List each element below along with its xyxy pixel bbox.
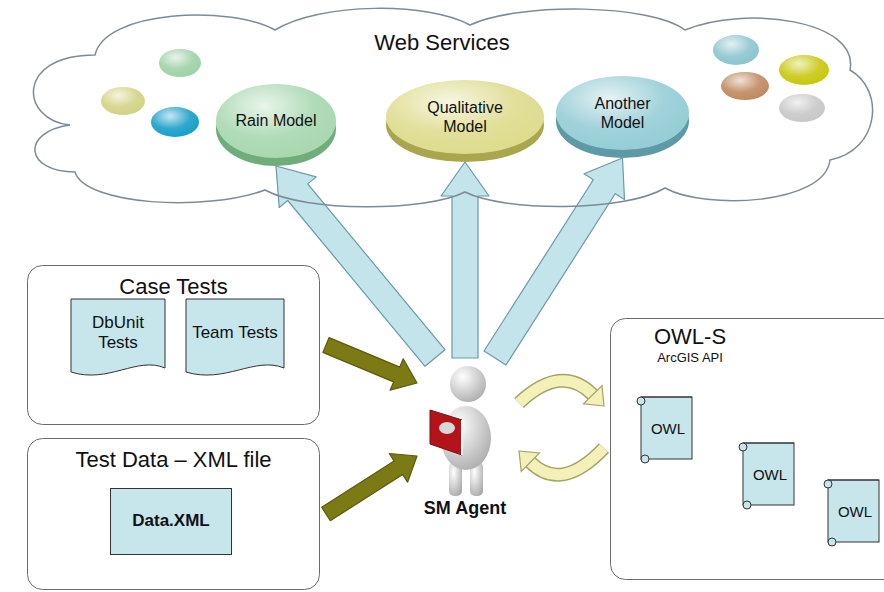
node-label: SM Agent: [415, 498, 515, 520]
flow-arrow: [484, 158, 625, 365]
text-wrap: Case Tests: [27, 274, 320, 300]
text-wrap: Another Model: [555, 76, 690, 158]
group-panel: OWL-SArcGIS API OWL OWL OWL: [610, 318, 884, 580]
flow-arrow: [322, 454, 417, 521]
node-label: OWL-S: [620, 324, 760, 350]
group-panel: Test Data – XML fileData.XML: [27, 438, 320, 590]
agent-node: SM Agent: [415, 358, 515, 526]
text-wrap: Team Tests: [185, 298, 285, 380]
document-shape: Team Tests: [185, 298, 285, 380]
node-label: Data.XML: [132, 511, 209, 531]
text-wrap: OWL: [635, 392, 695, 466]
data-file-box: Data.XML: [110, 488, 232, 555]
node-label: Case Tests: [27, 274, 320, 300]
text-wrap: Test Data – XML file: [27, 447, 320, 473]
agent-figure: [430, 366, 491, 496]
model-disc: Another Model: [555, 76, 690, 158]
node-label: Test Data – XML file: [27, 447, 320, 473]
flow-arrow: [323, 338, 417, 391]
text-wrap: OWL: [822, 475, 882, 549]
text-wrap: SM Agent: [415, 498, 515, 520]
flow-arrow: [519, 381, 604, 475]
text-wrap: Data.XML: [110, 488, 232, 555]
group-panel: Case TestsDbUnit Tests Team Tests: [27, 265, 320, 425]
text-wrap: Qualitative Model: [385, 80, 545, 162]
text-wrap: DbUnit Tests: [70, 298, 166, 380]
document-shape: DbUnit Tests: [70, 298, 166, 380]
owl-scroll: OWL: [822, 475, 882, 549]
node-label: OWL: [651, 420, 685, 438]
node-label: DbUnit Tests: [76, 313, 160, 354]
node-subtitle: ArcGIS API: [620, 350, 760, 366]
node-label: Qualitative Model: [409, 98, 521, 136]
cloud-region: Web ServicesRain Model Qualitative Model A…: [0, 0, 884, 212]
owl-scroll: OWL: [737, 438, 797, 512]
node-label: Rain Model: [236, 111, 317, 130]
owl-scroll: OWL: [635, 392, 695, 466]
model-disc: Qualitative Model: [385, 80, 545, 162]
node-label: Web Services: [0, 30, 884, 56]
text-wrap: OWL: [737, 438, 797, 512]
node-label: OWL: [753, 466, 787, 484]
node-label: OWL: [838, 503, 872, 521]
model-disc: Rain Model: [215, 84, 337, 166]
node-label: Another Model: [577, 94, 668, 132]
text-wrap: OWL-SArcGIS API: [620, 324, 760, 366]
node-label: Team Tests: [192, 323, 278, 343]
text-wrap: Web Services: [0, 30, 884, 56]
text-wrap: Rain Model: [215, 84, 337, 166]
